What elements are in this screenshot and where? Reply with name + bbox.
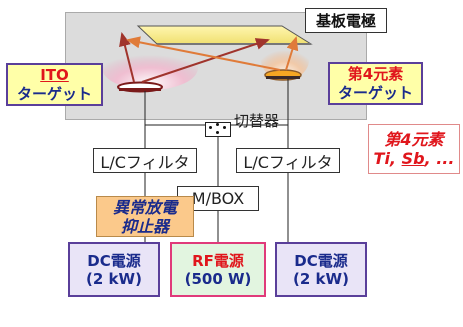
dc-power-supply-right: DC電源 (2 kW) bbox=[275, 242, 367, 297]
fourth-target-base bbox=[266, 76, 300, 79]
ito-target-label: ITO ターゲット bbox=[6, 63, 103, 106]
element-sb: Sb bbox=[401, 149, 425, 168]
rf-line2: (500 W) bbox=[184, 269, 252, 288]
lc-filter-left: L/Cフィルタ bbox=[93, 148, 197, 173]
dc-left-line2: (2 kW) bbox=[86, 269, 142, 288]
arrow-ito-to-left bbox=[119, 32, 135, 83]
substrate-electrode bbox=[136, 25, 313, 45]
fourth-target-label-line2: ターゲット bbox=[337, 83, 413, 102]
ito-target-base bbox=[119, 88, 161, 91]
switch-contacts bbox=[205, 122, 231, 137]
switch-dot-left bbox=[209, 126, 212, 129]
plasma-glow-left bbox=[102, 46, 198, 90]
arrow-fourth-to-right bbox=[285, 36, 299, 71]
ito-target-label-line2: ターゲット bbox=[16, 84, 92, 103]
switch-dot-bottom bbox=[216, 131, 219, 134]
element-ti: Ti, bbox=[373, 149, 402, 168]
ito-target-label-line1: ITO bbox=[40, 65, 69, 84]
switch-dot-right bbox=[223, 126, 226, 129]
dc-right-line1: DC電源 bbox=[294, 251, 348, 270]
rf-line1: RF電源 bbox=[192, 251, 244, 270]
lc-filter-right: L/Cフィルタ bbox=[236, 148, 340, 173]
fourth-element-title: 第4元素 bbox=[384, 130, 444, 149]
dc-left-line1: DC電源 bbox=[87, 251, 141, 270]
fourth-target-label-line1: 第4元素 bbox=[347, 64, 404, 83]
fourth-element-examples: Ti, Sb, ... bbox=[374, 149, 455, 168]
arrow-ito-to-right bbox=[141, 38, 270, 83]
switch-label: 切替器 bbox=[234, 112, 280, 130]
element-more: , ... bbox=[424, 149, 455, 168]
arc-suppressor-line2: 抑止器 bbox=[120, 216, 169, 236]
dc-power-supply-left: DC電源 (2 kW) bbox=[68, 242, 160, 297]
rf-power-supply: RF電源 (500 W) bbox=[170, 242, 266, 297]
switch-dot-center bbox=[216, 123, 219, 126]
fourth-target-label: 第4元素 ターゲット bbox=[328, 62, 423, 105]
arc-suppressor: 異常放電 抑止器 bbox=[96, 196, 194, 237]
switch-box bbox=[205, 122, 231, 137]
dc-right-line2: (2 kW) bbox=[293, 269, 349, 288]
arc-suppressor-line1: 異常放電 bbox=[112, 197, 177, 217]
arrow-fourth-to-left bbox=[126, 36, 281, 71]
electrode-label: 基板電極 bbox=[305, 8, 387, 33]
fourth-element-note: 第4元素 Ti, Sb, ... bbox=[368, 124, 460, 174]
